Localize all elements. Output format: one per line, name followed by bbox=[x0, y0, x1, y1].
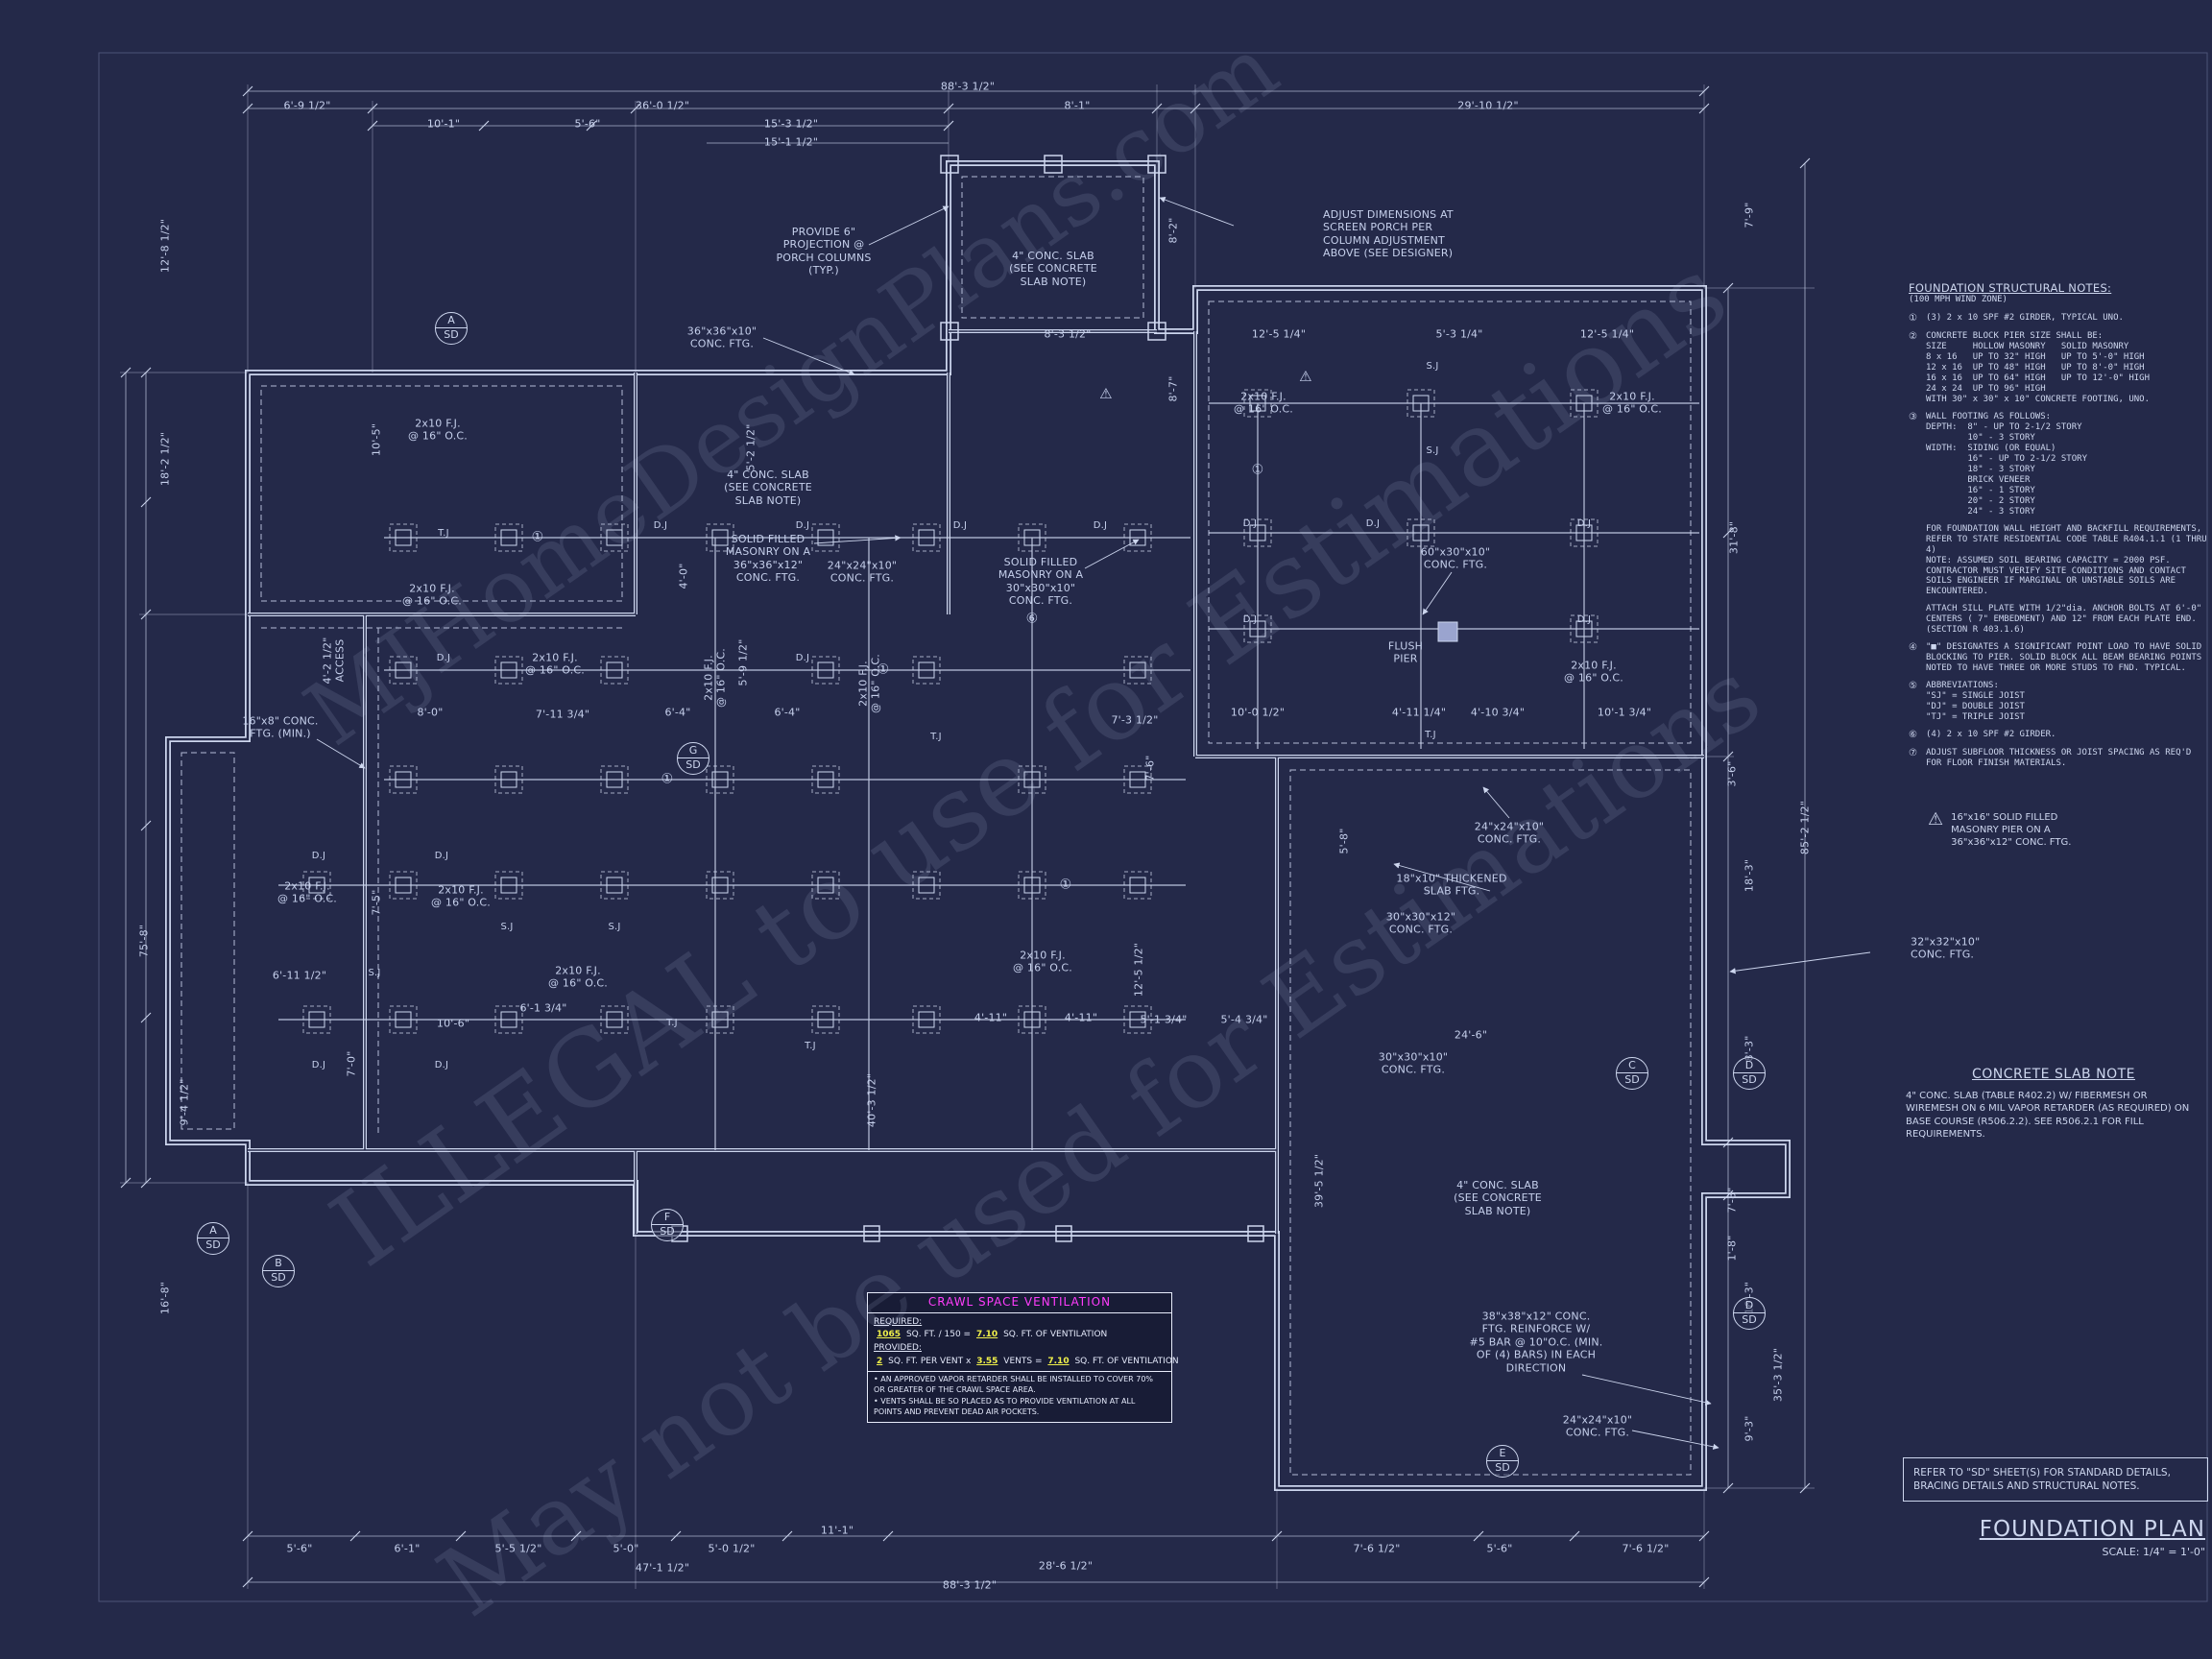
sheet-title: FOUNDATION PLAN bbox=[1979, 1517, 2205, 1542]
structural-note-item: ④ "■" DESIGNATES A SIGNIFICANT POINT LOA… bbox=[1909, 642, 2208, 674]
girder-lines bbox=[278, 402, 1699, 1150]
ventilation-bullet: AN APPROVED VAPOR RETARDER SHALL BE INST… bbox=[874, 1375, 1166, 1395]
footing-dashed-lines bbox=[180, 176, 1692, 1476]
provided-calc-row: 2 SQ. FT. PER VENT x 3.55 VENTS = 7.10 S… bbox=[874, 1356, 1179, 1368]
flush-pier-square bbox=[1437, 621, 1458, 642]
structural-note-item: ⑦ ADJUST SUBFLOOR THICKNESS OR JOIST SPA… bbox=[1909, 748, 2208, 769]
ventilation-bullet: VENTS SHALL BE SO PLACED AS TO PROVIDE V… bbox=[874, 1397, 1166, 1417]
note-text: WALL FOOTING AS FOLLOWS: DEPTH: 8" - UP … bbox=[1926, 411, 2087, 517]
outer-wall bbox=[165, 160, 1791, 1491]
slab-note-body: 4" CONC. SLAB (TABLE R402.2) W/ FIBERMES… bbox=[1906, 1090, 2190, 1141]
structural-note-item: ⑥ (4) 2 x 10 SPF #2 GIRDER. bbox=[1909, 730, 2208, 741]
provided-vent-count: 3.55 bbox=[976, 1356, 998, 1366]
provided-label: PROVIDED: bbox=[874, 1342, 922, 1353]
provided-vent-area: 7.10 bbox=[1047, 1356, 1070, 1366]
note-number bbox=[1909, 604, 1921, 636]
structural-note-item: FOR FOUNDATION WALL HEIGHT AND BACKFILL … bbox=[1909, 524, 2208, 598]
note-number: ⑦ bbox=[1909, 748, 1917, 759]
note-text: CONCRETE BLOCK PIER SIZE SHALL BE: SIZE … bbox=[1926, 331, 2150, 404]
structural-note-item: ② CONCRETE BLOCK PIER SIZE SHALL BE: SIZ… bbox=[1909, 331, 2208, 405]
refer-to-sd-note: REFER TO "SD" SHEET(S) FOR STANDARD DETA… bbox=[1903, 1457, 2208, 1503]
solid-pier-note: ⚠ 16"x16" SOLID FILLED MASONRY PIER ON A… bbox=[1928, 811, 2177, 849]
note-text: (4) 2 x 10 SPF #2 GIRDER. bbox=[1926, 730, 2056, 740]
note-number: ③ bbox=[1909, 411, 1917, 422]
structural-note-item: ③ WALL FOOTING AS FOLLOWS: DEPTH: 8" - U… bbox=[1909, 412, 2208, 517]
note-text: ADJUST SUBFLOOR THICKNESS OR JOIST SPACI… bbox=[1926, 748, 2197, 769]
note-text: FOR FOUNDATION WALL HEIGHT AND BACKFILL … bbox=[1926, 523, 2207, 597]
concrete-slab-note: CONCRETE SLAB NOTE 4" CONC. SLAB (TABLE … bbox=[1906, 1066, 2201, 1142]
slab-note-title: CONCRETE SLAB NOTE bbox=[1972, 1067, 2135, 1082]
provided-per-vent: 2 bbox=[877, 1356, 883, 1366]
structural-notes-subtitle: (100 MPH WIND ZONE) bbox=[1909, 295, 2008, 305]
extension-lines bbox=[120, 84, 1815, 1589]
required-label: REQUIRED: bbox=[874, 1316, 923, 1327]
note-text: (3) 2 x 10 SPF #2 GIRDER, TYPICAL UNO. bbox=[1926, 312, 2124, 323]
structural-note-item: ATTACH SILL PLATE WITH 1/2"dia. ANCHOR B… bbox=[1909, 604, 2208, 636]
ventilation-title: CRAWL SPACE VENTILATION bbox=[868, 1293, 1171, 1313]
interior-walls bbox=[248, 329, 1704, 1234]
note-number: ⑤ bbox=[1909, 681, 1917, 692]
note-text: "■" DESIGNATES A SIGNIFICANT POINT LOAD … bbox=[1926, 642, 2207, 674]
title-block: FOUNDATION PLAN SCALE: 1/4" = 1'-0" bbox=[1906, 1517, 2205, 1558]
structural-note-item: ⑤ ABBREVIATIONS: "SJ" = SINGLE JOIST "DJ… bbox=[1909, 681, 2208, 723]
leader-lines bbox=[316, 197, 1871, 1450]
sheet-frame bbox=[98, 52, 2208, 1602]
note-number: ② bbox=[1909, 331, 1917, 343]
note-number: ④ bbox=[1909, 642, 1917, 654]
required-vent-area: 7.10 bbox=[975, 1330, 998, 1340]
required-calc-row: 1065 SQ. FT. / 150 = 7.10 SQ. FT. OF VEN… bbox=[874, 1330, 1166, 1341]
structural-notes-title: FOUNDATION STRUCTURAL NOTES: bbox=[1909, 281, 2112, 295]
note-text: ABBREVIATIONS: "SJ" = SINGLE JOIST "DJ" … bbox=[1926, 681, 2025, 723]
foundation-structural-notes: FOUNDATION STRUCTURAL NOTES: (100 MPH WI… bbox=[1909, 281, 2208, 776]
warning-triangle-icon: ⚠ bbox=[1928, 809, 1944, 830]
note-text: ATTACH SILL PLATE WITH 1/2"dia. ANCHOR B… bbox=[1926, 604, 2207, 636]
sheet-scale: SCALE: 1/4" = 1'-0" bbox=[2102, 1546, 2206, 1558]
crawl-space-ventilation-table: CRAWL SPACE VENTILATION REQUIRED: 1065 S… bbox=[867, 1292, 1179, 1423]
note-number: ⑥ bbox=[1909, 730, 1917, 741]
structural-note-item: ① (3) 2 x 10 SPF #2 GIRDER, TYPICAL UNO. bbox=[1909, 313, 2208, 325]
pier-note-text: 16"x16" SOLID FILLED MASONRY PIER ON A 3… bbox=[1951, 812, 2072, 848]
dimension-lines bbox=[125, 90, 1806, 1583]
required-area-value: 1065 bbox=[877, 1330, 902, 1340]
porch-columns bbox=[671, 155, 1264, 1242]
masonry-piers bbox=[302, 389, 1599, 1034]
note-number bbox=[1909, 524, 1921, 598]
note-number: ① bbox=[1909, 312, 1917, 324]
